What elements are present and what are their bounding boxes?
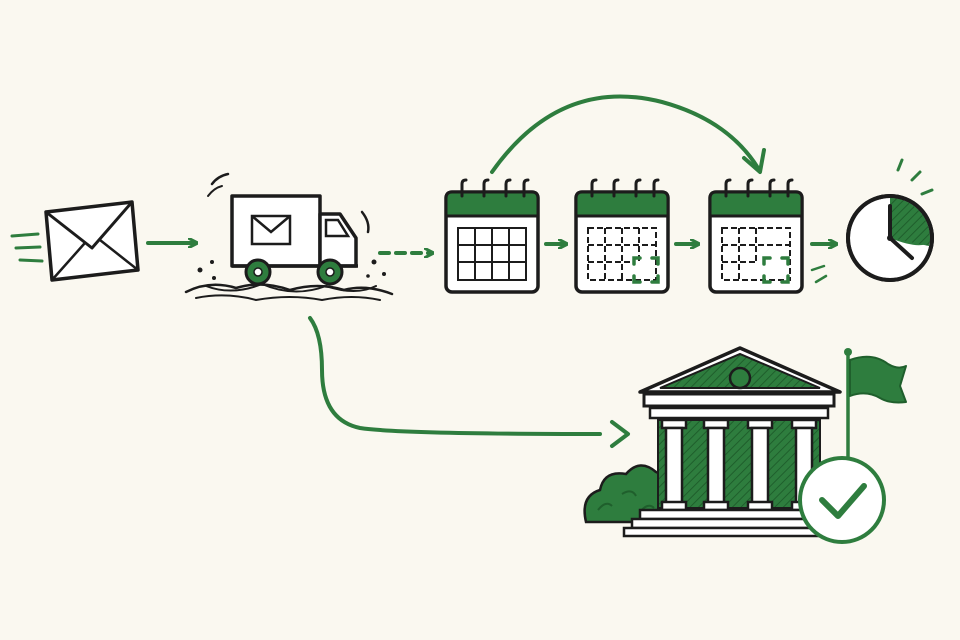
calendar-icon — [444, 178, 540, 294]
courthouse-icon — [622, 346, 854, 538]
calendar-icon — [574, 178, 670, 294]
arrow-calendar-to-clock — [810, 244, 838, 284]
flag-icon — [844, 348, 907, 462]
envelope-icon — [10, 200, 140, 282]
delivery-truck-icon — [184, 172, 394, 302]
arrow-curved-calendar-skip — [490, 94, 766, 174]
clock-icon — [846, 158, 934, 282]
arrow-truck-to-courthouse — [308, 316, 630, 448]
calendar-icon — [708, 178, 804, 294]
checkmark-badge-icon — [798, 456, 886, 544]
